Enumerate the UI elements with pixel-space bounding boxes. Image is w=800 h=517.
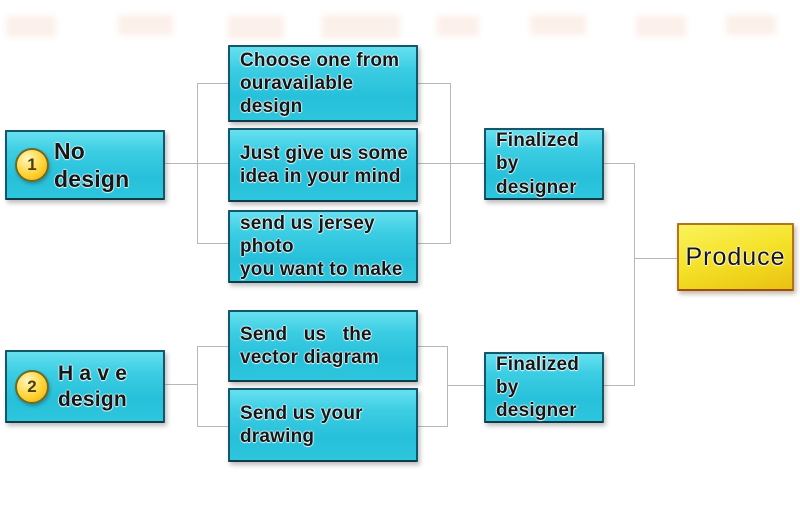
step-1-badge: 1: [15, 148, 49, 182]
connector-to-produce: [634, 258, 677, 259]
connector-choose-out: [418, 83, 450, 84]
flow-box-label: Send us your drawing: [240, 402, 363, 447]
connector-vector-out: [418, 346, 447, 347]
flow-box-choose-design: Choose one from ouravailable design: [228, 45, 418, 122]
flow-box-label: Send us the vector diagram: [240, 323, 380, 368]
flow-box-vector-diagram: Send us the vector diagram: [228, 310, 418, 382]
connector-finalized2-out: [604, 385, 634, 386]
flow-box-label: Produce: [685, 242, 786, 271]
connector-left-trunk-top: [197, 83, 198, 244]
flow-box-have-design: 2 H a v e design: [5, 350, 165, 423]
connector-nodesign-to-trunk: [165, 163, 228, 164]
flow-box-produce: Produce: [677, 223, 794, 291]
ghost-artifact: [636, 16, 686, 37]
flow-box-label: No design: [54, 137, 130, 192]
step-2-badge: 2: [15, 369, 49, 404]
flow-box-label: Just give us some idea in your mind: [240, 142, 409, 187]
flow-box-finalized-top: Finalized by designer: [484, 128, 604, 200]
ghost-artifact: [726, 15, 776, 35]
connector-branch-drawing: [197, 426, 228, 427]
flow-box-finalized-bottom: Finalized by designer: [484, 352, 604, 423]
ghost-artifact: [118, 15, 173, 35]
ghost-artifact: [530, 15, 586, 35]
connector-branch-choose: [197, 83, 228, 84]
connector-to-finalized2: [447, 385, 484, 386]
connector-right-trunk-bottom: [447, 346, 448, 427]
flow-box-jersey-photo: send us jersey photo you want to make: [228, 210, 418, 283]
connector-branch-jersey: [197, 243, 228, 244]
flow-box-label: H a v e design: [58, 362, 128, 411]
connector-left-trunk-bottom: [197, 346, 198, 427]
flow-box-label: Finalized by designer: [496, 353, 580, 422]
connector-right-trunk-top: [450, 83, 451, 244]
flow-box-label: Finalized by designer: [496, 130, 580, 198]
ghost-artifact: [6, 16, 56, 37]
flow-box-label: Choose one from ouravailable design: [240, 49, 400, 118]
connector-finalized1-out: [604, 163, 634, 164]
flow-box-drawing: Send us your drawing: [228, 388, 418, 462]
flow-box-label: send us jersey photo you want to make: [240, 212, 403, 281]
flow-box-give-idea: Just give us some idea in your mind: [228, 128, 418, 202]
ghost-artifact: [228, 16, 284, 39]
ghost-artifact: [437, 16, 479, 36]
flow-box-no-design: 1 No design: [5, 130, 165, 200]
connector-drawing-out: [418, 426, 447, 427]
connector-branch-vector: [197, 346, 228, 347]
ghost-artifact: [322, 15, 400, 38]
connector-havedesign-to-trunk: [165, 384, 197, 385]
connector-merge-trunk: [634, 163, 635, 386]
connector-jersey-out: [418, 243, 450, 244]
connector-idea-to-finalized: [418, 163, 484, 164]
